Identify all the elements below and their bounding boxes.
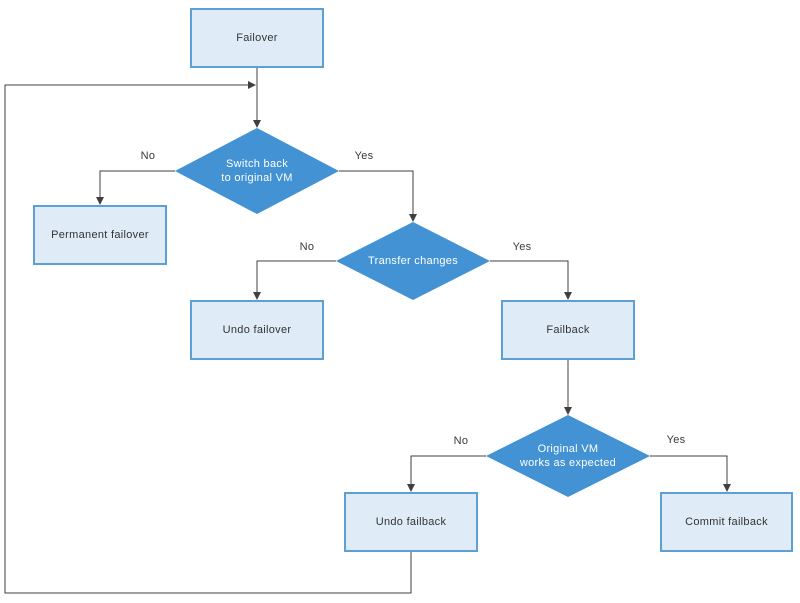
arrowhead-into-permanent-failover bbox=[96, 197, 104, 205]
edge-works-no bbox=[410, 455, 486, 490]
arrowhead-into-switchback-decision bbox=[253, 120, 261, 128]
node-commit-failback-label: Commit failback bbox=[685, 516, 768, 528]
edge-undo-failback-loopback bbox=[4, 84, 412, 594]
arrowhead-into-commit-failback bbox=[723, 484, 731, 492]
branch-label-works-yes: Yes bbox=[666, 434, 686, 446]
node-commit-failback: Commit failback bbox=[660, 492, 793, 552]
node-permanent-failover: Permanent failover bbox=[33, 205, 167, 265]
node-failback-label: Failback bbox=[546, 324, 590, 336]
decision-transfer-changes-shape bbox=[336, 222, 490, 300]
arrowhead-into-transfer-changes bbox=[409, 214, 417, 222]
edge-transfer-no bbox=[256, 260, 336, 298]
arrowhead-loopback-junction bbox=[248, 81, 256, 89]
node-failover-label: Failover bbox=[236, 32, 278, 44]
branch-label-transfer-no: No bbox=[299, 241, 315, 253]
node-undo-failback: Undo failback bbox=[344, 492, 478, 552]
node-undo-failback-label: Undo failback bbox=[375, 516, 447, 528]
node-failover: Failover bbox=[190, 8, 324, 68]
branch-label-switchback-yes: Yes bbox=[354, 150, 374, 162]
node-undo-failover: Undo failover bbox=[190, 300, 324, 360]
edge-switchback-yes bbox=[339, 170, 414, 220]
arrowhead-into-works-decision bbox=[564, 407, 572, 415]
edge-transfer-yes bbox=[490, 260, 569, 298]
edge-switchback-no bbox=[99, 170, 175, 203]
arrowhead-into-undo-failover bbox=[253, 292, 261, 300]
arrowhead-into-failback bbox=[564, 292, 572, 300]
decision-shapes bbox=[175, 128, 650, 497]
arrowhead-into-undo-failback bbox=[407, 484, 415, 492]
branch-label-switchback-no: No bbox=[140, 150, 156, 162]
branch-label-works-no: No bbox=[453, 435, 469, 447]
edge-works-yes bbox=[650, 455, 728, 490]
decision-switch-back-shape bbox=[175, 128, 339, 214]
node-permanent-failover-label: Permanent failover bbox=[51, 229, 149, 241]
decision-original-vm-works-shape bbox=[486, 415, 650, 497]
branch-label-transfer-yes: Yes bbox=[512, 241, 532, 253]
node-undo-failover-label: Undo failover bbox=[222, 324, 292, 336]
connector-lines bbox=[4, 68, 728, 594]
node-failback: Failback bbox=[501, 300, 635, 360]
connector-arrowheads bbox=[96, 81, 731, 492]
